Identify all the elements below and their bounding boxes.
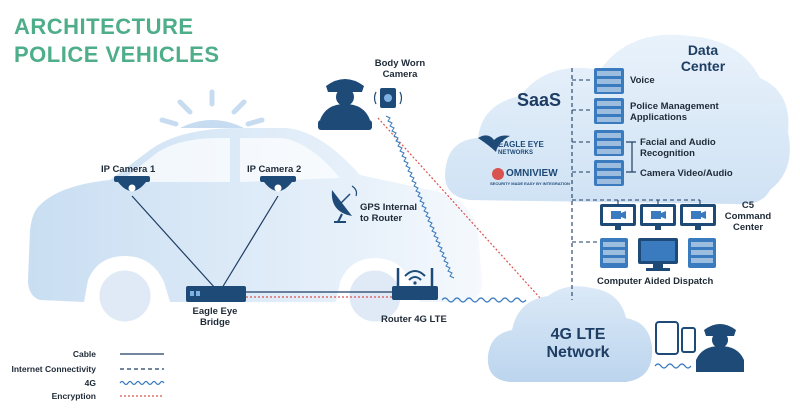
server-rack-icon: [594, 130, 624, 156]
body-worn-camera-label-line-1: Body Worn: [374, 58, 426, 69]
omniview-tagline: SECURITY MADE EASY BY INTEGRATION: [490, 181, 570, 186]
monitor-icon: [640, 204, 676, 230]
wave-router-lte: [441, 297, 527, 303]
server-rack-icon: [594, 68, 624, 94]
dome-camera-icon: [260, 176, 296, 192]
police-car-icon: [28, 89, 482, 327]
legend-label: Cable: [72, 349, 96, 359]
eagle-eye-logo-line-1: EAGLE EYE: [498, 140, 544, 149]
cable-server-lines: [626, 141, 636, 173]
ip-camera-1-label: IP Camera 1: [101, 164, 156, 175]
eagle-eye-logo-line-2: NETWORKS: [498, 150, 533, 156]
server-rack-icon: [600, 238, 628, 268]
c5-label: C5 Command Center: [718, 200, 778, 233]
siren-light-rays: [159, 89, 265, 127]
legend-label: Internet Connectivity: [11, 364, 96, 374]
phone-icon: [681, 327, 696, 353]
pma-label-line-2: Applications: [630, 112, 688, 123]
omniview-logo-icon: [492, 168, 504, 180]
saas-label: SaaS: [517, 90, 562, 110]
legend-item-4g: 4G: [24, 378, 174, 389]
officer-icon: [318, 79, 372, 130]
tablet-icon: [655, 321, 679, 355]
pma-label-line-1: Police Management: [630, 101, 719, 112]
monitor-icon: [638, 238, 678, 271]
body-worn-camera-label: Body Worn Camera: [360, 58, 440, 80]
facial-label-line-2: Recognition: [640, 148, 695, 159]
lte-network-label: 4G LTE Network: [528, 326, 628, 362]
lte-network-label-line-2: Network: [546, 344, 610, 361]
datacenter-label-line-1: Data: [687, 42, 719, 58]
legend-label: 4G: [84, 378, 96, 388]
internet-connectivity-lines: [571, 68, 701, 300]
monitor-icon: [600, 204, 636, 230]
c5-label-line-1: C5: [741, 200, 755, 211]
server-rack-icon: [688, 238, 716, 268]
officer-icon: [696, 324, 744, 372]
legend-label: Encryption: [51, 391, 96, 401]
bridge-label-line-2: Bridge: [199, 317, 231, 328]
ip-camera-2-label: IP Camera 2: [247, 164, 302, 175]
legend-item-internet: Internet Connectivity: [11, 364, 174, 375]
wave-bodycam-lte: [385, 115, 455, 279]
wave-officer: [654, 363, 692, 369]
body-worn-camera-label-line-2: Camera: [382, 69, 418, 80]
lte-cloud: [487, 286, 653, 382]
legend-item-encryption: Encryption: [24, 391, 174, 402]
encryption-bodycam-lte: [377, 117, 541, 299]
voice-label: Voice: [630, 75, 655, 86]
datacenter-label-line-2: Center: [680, 58, 726, 74]
facial-label-line-1: Facial and Audio: [640, 137, 716, 148]
c5-label-line-2: Command: [724, 211, 772, 222]
legend-item-cable: Cable: [24, 349, 174, 360]
gps-label: GPS Internal to Router: [360, 202, 417, 224]
eagle-eye-logo-text: EAGLE EYE NETWORKS: [498, 140, 544, 158]
bridge-device-icon: [186, 286, 246, 302]
legend-samples: [119, 353, 165, 397]
cable-lines: [131, 195, 279, 289]
c5-label-line-3: Center: [732, 222, 764, 233]
server-rack-icon: [594, 160, 624, 186]
datacenter-label: Data Center: [668, 42, 738, 74]
facial-label: Facial and Audio Recognition: [640, 137, 716, 159]
satellite-dish-icon: [331, 185, 358, 223]
page-title-line-2: POLICE VEHICLES: [14, 42, 220, 67]
cad-label: Computer Aided Dispatch: [597, 276, 714, 287]
monitor-icon: [680, 204, 716, 230]
page-title-line-1: ARCHITECTURE: [14, 14, 194, 39]
wifi-router-icon: [392, 268, 438, 300]
pma-label: Police Management Applications: [630, 101, 719, 123]
gps-label-line-2: to Router: [360, 213, 403, 224]
dome-camera-icon: [114, 176, 150, 192]
server-rack-icon: [594, 98, 624, 124]
gps-label-line-1: GPS Internal: [360, 202, 418, 213]
router-label: Router 4G LTE: [381, 314, 447, 325]
lte-network-label-line-1: 4G LTE: [550, 326, 606, 343]
eagle-logo-icon: [478, 135, 510, 152]
body-camera-icon: [373, 88, 403, 108]
bridge-label-line-1: Eagle Eye: [192, 306, 238, 317]
bridge-label: Eagle Eye Bridge: [180, 306, 250, 328]
camera-video-audio-label: Camera Video/Audio: [640, 168, 733, 179]
omniview-logo-text: OMNIVIEW: [506, 168, 558, 179]
